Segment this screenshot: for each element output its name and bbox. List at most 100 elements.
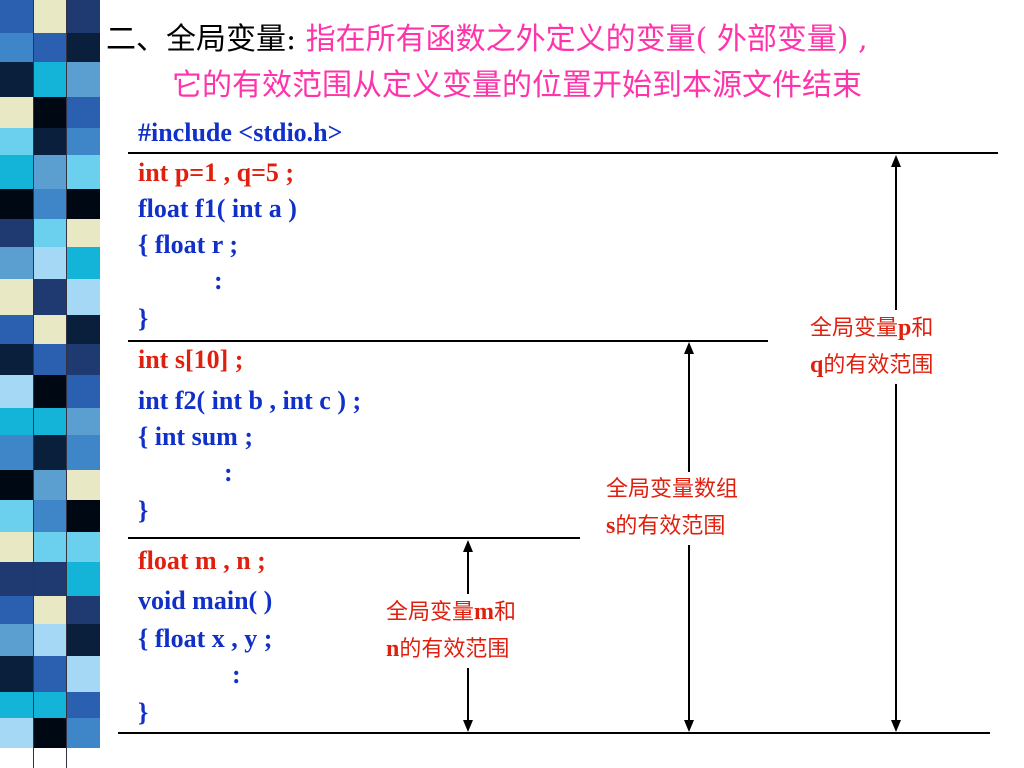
- side-bar-block: [0, 500, 33, 532]
- side-bar-block: [67, 656, 101, 692]
- side-bar-block: [67, 33, 101, 62]
- scope-label-p-q: 全局变量p和 q的有效范围: [810, 310, 934, 384]
- title-scope-text: 它的有效范围从定义变量的位置开始到本源文件结束: [172, 68, 862, 103]
- side-bar-block: [0, 624, 33, 656]
- side-bar-block: [33, 375, 67, 408]
- side-bar-block: [33, 692, 67, 718]
- title-prefix: 二、全局变量:: [106, 22, 297, 57]
- side-bar-block: [67, 344, 101, 375]
- scope-label-m-n: 全局变量m和 n的有效范围: [386, 594, 517, 668]
- side-bar-block: [0, 435, 33, 470]
- side-bar-block: [67, 718, 101, 748]
- code-main-open: { float x , y ;: [138, 624, 273, 653]
- divider-line: [128, 537, 580, 539]
- side-bar-block: [0, 155, 33, 189]
- side-bar-block: [0, 219, 33, 247]
- side-bar-block: [0, 189, 33, 219]
- side-bar-block: [0, 279, 33, 315]
- side-bar-block: [0, 344, 33, 375]
- side-bar-block: [0, 97, 33, 128]
- code-f2-open: { int sum ;: [138, 422, 253, 451]
- side-bar-block: [33, 344, 67, 375]
- side-bar-block: [67, 62, 101, 97]
- side-bar-block: [67, 155, 101, 189]
- side-bar-block: [0, 128, 33, 155]
- code-main-close: }: [138, 698, 149, 727]
- side-bar-block: [33, 718, 67, 748]
- side-bar-block: [67, 500, 101, 532]
- side-bar-block: [33, 532, 67, 562]
- side-bar-block: [33, 219, 67, 247]
- side-bar-block: [33, 279, 67, 315]
- side-bar-block: [33, 155, 67, 189]
- code-f1-signature: float f1( int a ): [138, 194, 297, 223]
- divider-line: [128, 340, 768, 342]
- side-bar-strip: [0, 0, 34, 768]
- side-bar-block: [67, 692, 101, 718]
- side-bar-block: [0, 0, 33, 33]
- code-f2-close: }: [138, 496, 149, 525]
- side-bar-block: [33, 656, 67, 692]
- code-main-signature: void main( ): [138, 586, 273, 615]
- code-f1-open: { float r ;: [138, 230, 239, 259]
- side-bar-block: [67, 375, 101, 408]
- side-bar-block: [0, 692, 33, 718]
- side-bar-block: [67, 435, 101, 470]
- side-bar-block: [67, 470, 101, 500]
- side-bar-block: [33, 247, 67, 279]
- side-bar-block: [33, 0, 67, 33]
- side-bar-block: [67, 128, 101, 155]
- side-bar-block: [33, 97, 67, 128]
- side-bar-block: [33, 596, 67, 624]
- code-p-q-declaration: int p=1 , q=5 ;: [138, 158, 295, 187]
- side-bar-block: [67, 219, 101, 247]
- side-bar-block: [67, 624, 101, 656]
- side-bar-block: [33, 189, 67, 219]
- code-s-declaration: int s[10] ;: [138, 345, 244, 374]
- side-bar-block: [67, 279, 101, 315]
- code-f1-close: }: [138, 304, 149, 333]
- side-bar-block: [0, 470, 33, 500]
- divider-line: [118, 732, 990, 734]
- side-bar-block: [67, 247, 101, 279]
- arrow-up-icon: [463, 540, 473, 552]
- side-bar-block: [33, 500, 67, 532]
- side-bar-block: [0, 532, 33, 562]
- side-bar-block: [67, 532, 101, 562]
- side-bar-block: [33, 624, 67, 656]
- side-bar-block: [67, 189, 101, 219]
- side-bar-block: [0, 247, 33, 279]
- side-bar-block: [0, 562, 33, 596]
- code-f1-ellipsis: :: [214, 266, 223, 295]
- scope-label-s: 全局变量数组 s的有效范围: [606, 472, 739, 545]
- side-bar-block: [67, 596, 101, 624]
- page-title: 二、全局变量: 指在所有函数之外定义的变量( 外部变量) ,: [106, 14, 868, 58]
- side-bar-block: [33, 408, 67, 435]
- side-bar-block: [0, 718, 33, 748]
- title-definition: 指在所有函数之外定义的变量( 外部变量) ,: [305, 22, 868, 57]
- side-bar-block: [33, 315, 67, 344]
- side-bar-block: [0, 375, 33, 408]
- divider-line: [128, 152, 998, 154]
- code-m-n-declaration: float m , n ;: [138, 546, 266, 575]
- side-bar-strip: [67, 0, 101, 768]
- arrow-down-icon: [891, 720, 901, 732]
- side-bar-block: [67, 408, 101, 435]
- side-bar-block: [33, 33, 67, 62]
- arrow-up-icon: [684, 342, 694, 354]
- side-bar-block: [33, 435, 67, 470]
- side-bar-block: [0, 596, 33, 624]
- code-f2-ellipsis: :: [224, 458, 233, 487]
- side-bar-block: [33, 470, 67, 500]
- side-bar-block: [0, 656, 33, 692]
- side-bar-block: [0, 62, 33, 97]
- side-bar-block: [0, 33, 33, 62]
- side-bar-block: [33, 562, 67, 596]
- decorative-side-bar: [0, 0, 101, 768]
- side-bar-block: [33, 62, 67, 97]
- side-bar-block: [67, 0, 101, 33]
- arrow-down-icon: [684, 720, 694, 732]
- code-main-ellipsis: :: [232, 660, 241, 689]
- side-bar-block: [33, 128, 67, 155]
- arrow-up-icon: [891, 155, 901, 167]
